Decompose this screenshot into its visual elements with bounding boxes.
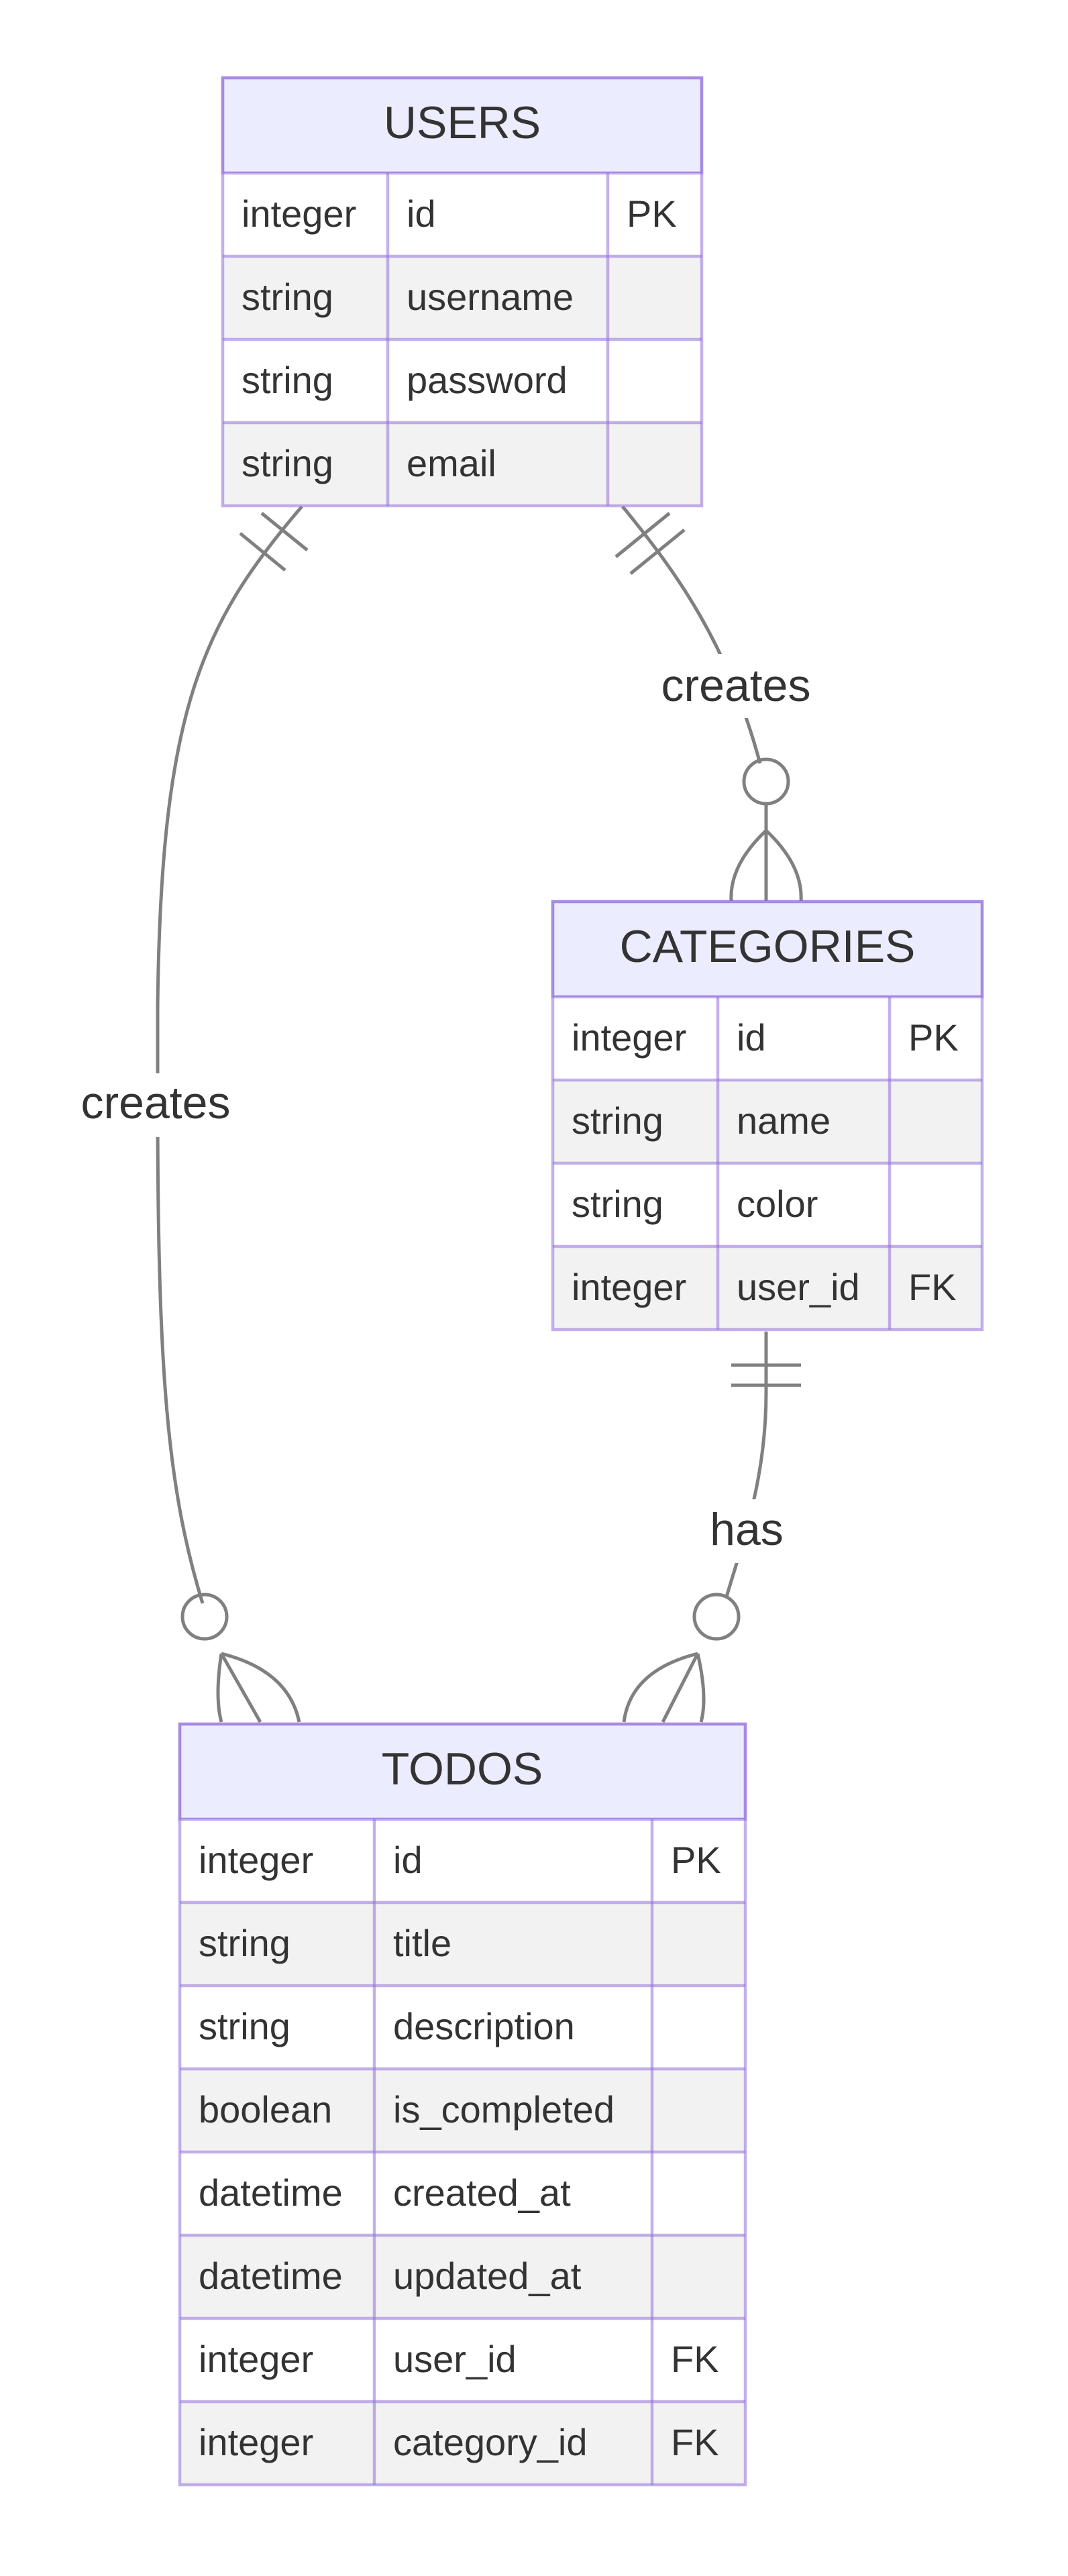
- attribute-name: category_id: [393, 2421, 588, 2463]
- relationship-label: creates: [661, 660, 811, 711]
- entity-title: CATEGORIES: [620, 921, 916, 972]
- attribute-name: id: [407, 193, 436, 235]
- attribute-key: PK: [908, 1016, 959, 1059]
- entity-title: TODOS: [382, 1743, 543, 1794]
- attribute-name: title: [393, 1922, 451, 1964]
- attribute-type: integer: [199, 2338, 313, 2380]
- attribute-type: datetime: [199, 2255, 343, 2297]
- attribute-name: color: [737, 1183, 818, 1225]
- zero-or-more-marker: [180, 1593, 301, 1723]
- attribute-key: PK: [627, 193, 677, 235]
- cardinality-markers: [180, 512, 803, 1723]
- attribute-type: string: [199, 2005, 290, 2047]
- attribute-key: FK: [671, 2338, 719, 2380]
- attribute-name: email: [407, 442, 496, 484]
- attribute-key: FK: [908, 1266, 957, 1308]
- relationship-labels: creates creates has: [70, 654, 825, 1563]
- relationship-users-todos-line: [156, 505, 303, 1604]
- attribute-type: integer: [199, 2421, 313, 2463]
- attribute-name: password: [407, 359, 568, 401]
- zero-or-more-marker: [729, 757, 803, 902]
- attribute-type: string: [242, 359, 333, 401]
- attribute-type: datetime: [199, 2171, 343, 2214]
- attribute-type: string: [199, 1922, 290, 1964]
- relationship-users-categories-line: [621, 505, 762, 764]
- exactly-one-marker: [239, 512, 309, 572]
- attribute-name: user_id: [393, 2338, 517, 2380]
- attribute-type: integer: [242, 193, 356, 235]
- attribute-name: username: [407, 276, 574, 318]
- attribute-type: string: [242, 276, 333, 318]
- attribute-type: integer: [572, 1016, 686, 1059]
- attribute-name: created_at: [393, 2171, 571, 2214]
- attribute-name: description: [393, 2005, 575, 2047]
- attribute-type: integer: [199, 1839, 313, 1881]
- attribute-type: string: [572, 1183, 663, 1225]
- attribute-type: string: [572, 1099, 663, 1142]
- relationship-label: creates: [81, 1077, 231, 1128]
- exactly-one-marker: [731, 1363, 801, 1387]
- entity-categories: CATEGORIES integer id PK string name str…: [551, 900, 984, 1332]
- entity-title: USERS: [384, 97, 541, 148]
- attribute-type: string: [242, 442, 333, 484]
- entity-users: USERS integer id PK string username stri…: [221, 76, 704, 508]
- attribute-name: name: [737, 1099, 831, 1142]
- attribute-key: PK: [671, 1839, 721, 1881]
- entity-todos: TODOS integer id PK string title string …: [178, 1722, 747, 2487]
- attribute-name: is_completed: [393, 2088, 615, 2131]
- attribute-type: boolean: [199, 2088, 332, 2131]
- attribute-name: id: [737, 1016, 766, 1059]
- relationship-categories-todos-line: [725, 1332, 768, 1597]
- zero-or-more-marker: [622, 1593, 741, 1723]
- attribute-name: updated_at: [393, 2255, 582, 2297]
- attribute-key: FK: [671, 2421, 719, 2463]
- attribute-name: user_id: [737, 1266, 860, 1308]
- attribute-type: integer: [572, 1266, 686, 1308]
- attribute-name: id: [393, 1839, 423, 1881]
- relationship-label: has: [710, 1504, 784, 1555]
- exactly-one-marker: [615, 512, 686, 575]
